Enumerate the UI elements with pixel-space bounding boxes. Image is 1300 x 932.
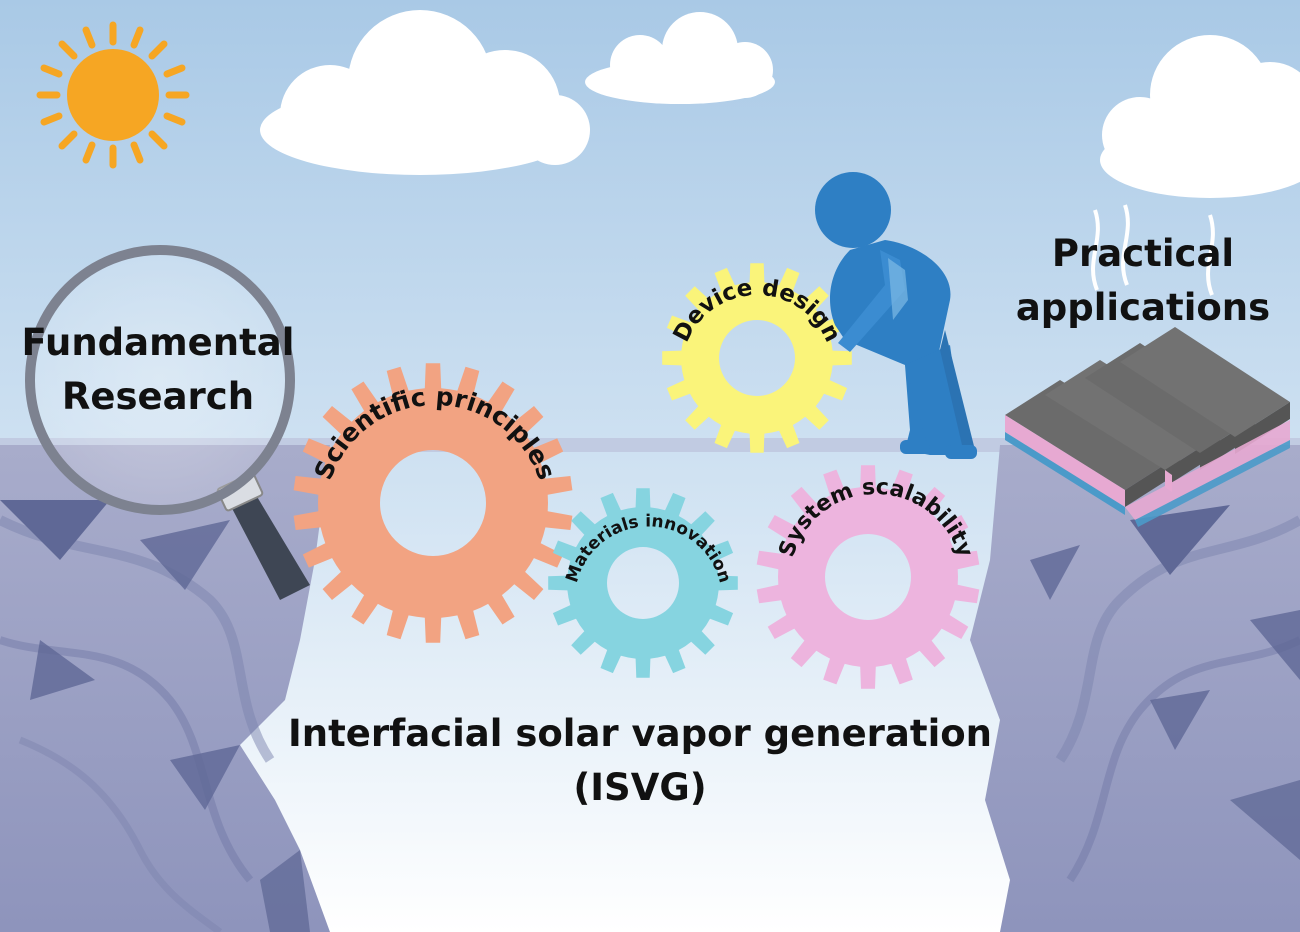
magnifying-glass-icon	[25, 245, 310, 600]
practical-applications-label-line1: Practical	[1052, 232, 1234, 275]
main-title-line2: (ISVG)	[573, 766, 706, 809]
sun-icon	[36, 21, 190, 169]
vapor-icon	[1091, 204, 1215, 296]
gear-materials-innovation	[548, 488, 738, 678]
gear-device-design	[662, 263, 852, 453]
gear-scientific-principles	[293, 363, 573, 643]
fundamental-research-label-line2: Research	[62, 375, 254, 418]
practical-applications-label-line2: applications	[1016, 286, 1270, 329]
left-cliff	[0, 445, 330, 932]
main-title-line1: Interfacial solar vapor generation	[288, 712, 992, 755]
cloud-icon	[585, 12, 775, 104]
solar-evaporator-icon	[1005, 327, 1290, 527]
right-cliff	[970, 445, 1300, 932]
cloud-icon	[1100, 35, 1300, 198]
gear-system-scalability	[756, 465, 980, 689]
cloud-icon	[260, 10, 590, 175]
gear-icon	[293, 263, 980, 689]
fundamental-research-label-line1: Fundamental	[22, 321, 295, 364]
person-icon	[815, 172, 977, 459]
